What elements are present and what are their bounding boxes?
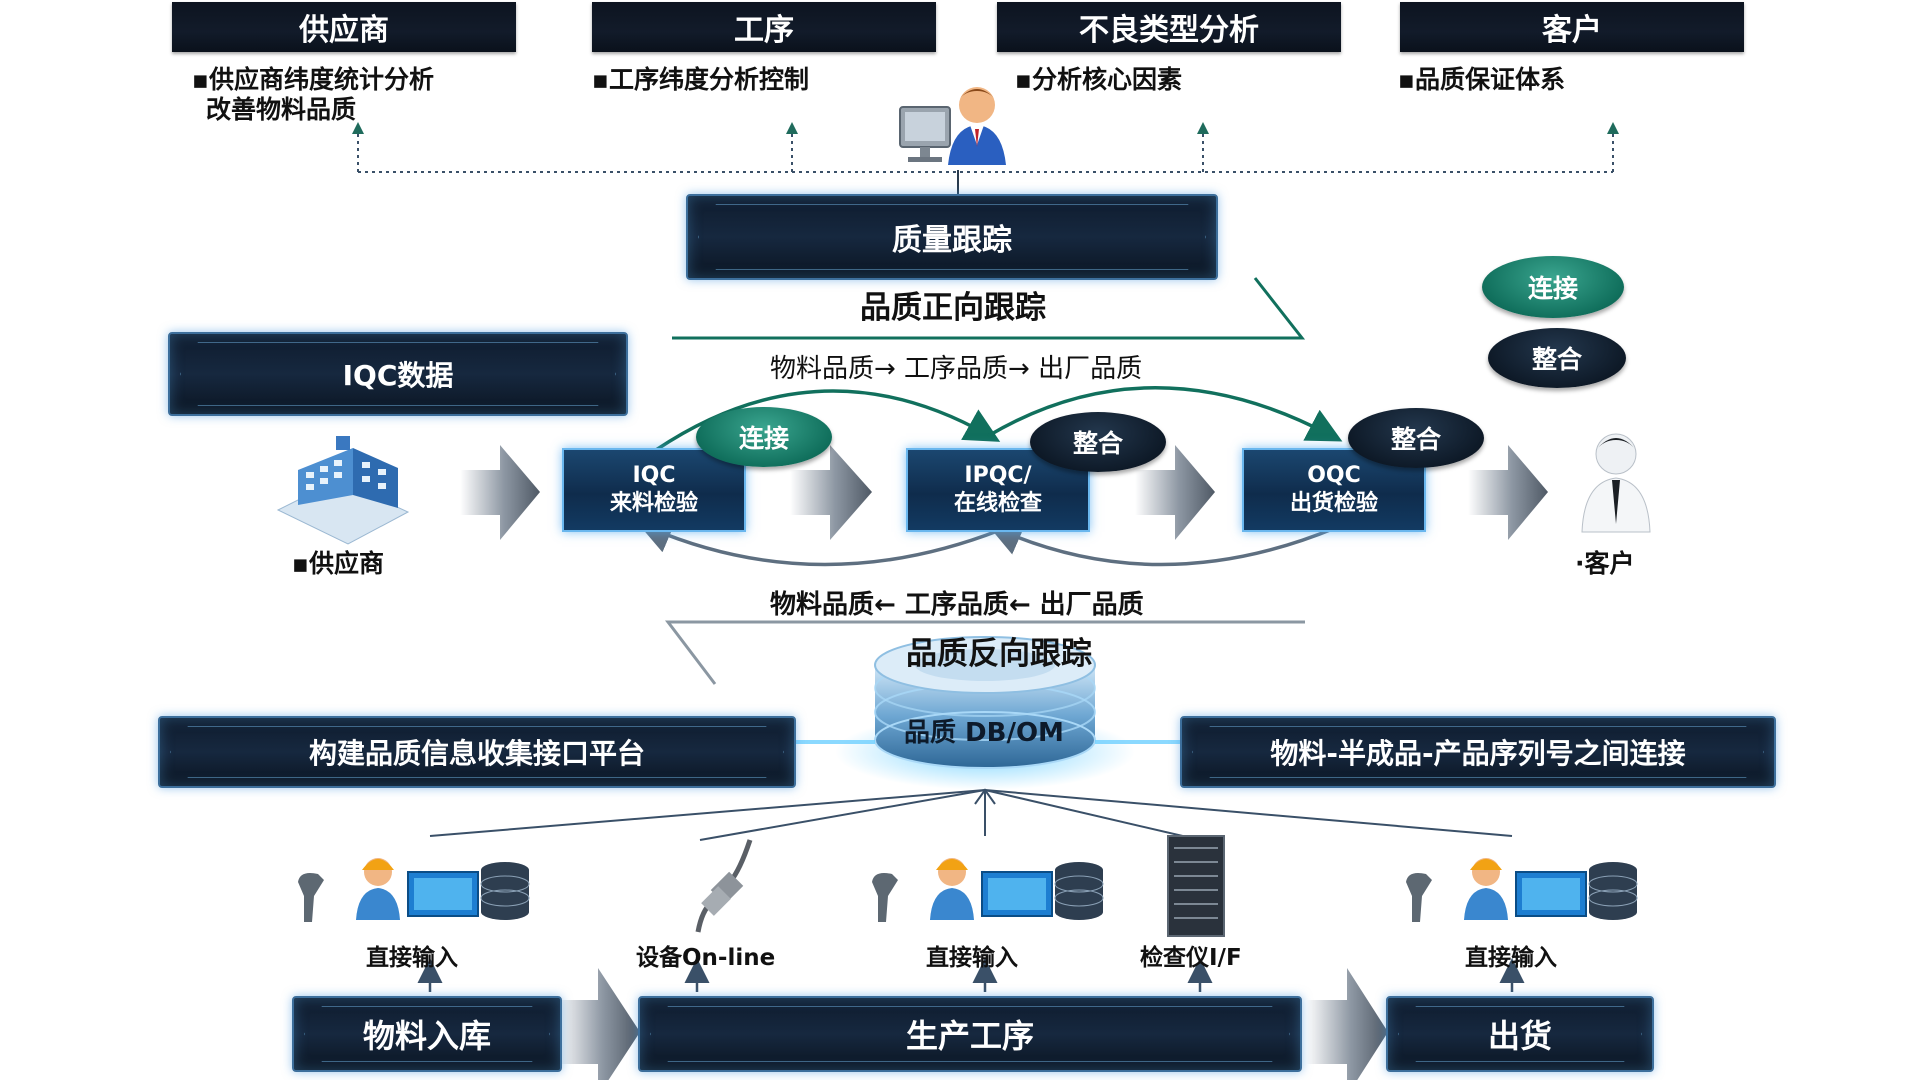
db-label: 品质 DB/OM bbox=[904, 718, 1064, 748]
legend-integrate: 整合 bbox=[1488, 328, 1626, 388]
db-collection-lines bbox=[429, 789, 1513, 841]
server-rack-icon bbox=[1167, 835, 1225, 937]
quality-tracking-label: 质量跟踪 bbox=[892, 223, 1012, 258]
backward-arrow-ipqc-iqc bbox=[637, 520, 1001, 567]
header-customer: 客户 bbox=[1400, 2, 1744, 52]
input-up-arrows bbox=[417, 958, 1525, 992]
platform-panel-label: 构建品质信息收集接口平台 bbox=[308, 737, 645, 770]
forward-arrow-ipqc-oqc bbox=[987, 386, 1343, 442]
platform-panel: 构建品质信息收集接口平台 bbox=[158, 716, 796, 788]
backward-tracking-title: 品质反向跟踪 bbox=[906, 636, 1092, 672]
forward-tracking-line bbox=[672, 277, 1306, 340]
forward-tracking-title: 品质正向跟踪 bbox=[860, 290, 1046, 326]
header-supplier: 供应商 bbox=[172, 2, 516, 52]
process-bullet: ▪工序纬度分析控制 bbox=[592, 65, 809, 94]
iqc-data-label: IQC数据 bbox=[342, 359, 454, 392]
top-arrowheads bbox=[352, 122, 1619, 134]
backward-tracking-line bbox=[664, 620, 1305, 685]
backward-arrow-oqc-ipqc bbox=[987, 522, 1336, 567]
input-label-4: 检查仪I/F bbox=[1140, 945, 1242, 971]
backward-flow-text: 物料品质← 工序品质← 出厂品质 bbox=[770, 590, 1144, 620]
input-label-3: 直接输入 bbox=[926, 945, 1018, 971]
database-icon bbox=[835, 636, 1135, 790]
flow-production-label: 生产工序 bbox=[905, 1017, 1034, 1055]
defect-bullet: ▪分析核心因素 bbox=[1015, 65, 1182, 94]
building-icon bbox=[276, 436, 410, 545]
stage-iqc: IQC 来料检验 bbox=[562, 448, 746, 532]
badge-integrate-1: 整合 bbox=[1030, 412, 1166, 472]
supplier-bullet-line2: 改善物料品质 bbox=[206, 95, 357, 124]
input-icon-group-1 bbox=[298, 858, 530, 922]
customer-label: ·客户 bbox=[1575, 549, 1635, 578]
supplier-bullet-line1: ▪供应商纬度统计分析 bbox=[192, 65, 434, 94]
flow-material-inbound: 物料入库 bbox=[292, 996, 562, 1072]
person-computer-icon bbox=[899, 87, 1006, 165]
input-label-5: 直接输入 bbox=[1465, 945, 1557, 971]
flow-shipment-label: 出货 bbox=[1487, 1017, 1552, 1055]
input-icon-group-2 bbox=[872, 858, 1104, 922]
forward-flow-text: 物料品质→ 工序品质→ 出厂品质 bbox=[770, 354, 1143, 384]
customer-bullet: ▪品质保证体系 bbox=[1398, 65, 1565, 94]
cable-connector-icon bbox=[695, 839, 753, 933]
legend-connect: 连接 bbox=[1482, 256, 1624, 318]
flow-material-inbound-label: 物料入库 bbox=[362, 1017, 491, 1055]
flow-shipment: 出货 bbox=[1386, 996, 1654, 1072]
stage-iqc-line1: IQC bbox=[632, 463, 676, 488]
customer-person-icon bbox=[1581, 433, 1651, 533]
serial-link-panel: 物料-半成品-产品序列号之间连接 bbox=[1180, 716, 1776, 788]
stage-iqc-line2: 来料检验 bbox=[609, 491, 698, 516]
header-defect-analysis: 不良类型分析 bbox=[997, 2, 1341, 52]
flow-production: 生产工序 bbox=[638, 996, 1302, 1072]
quality-tracking-panel: 质量跟踪 bbox=[686, 194, 1218, 280]
iqc-data-panel: IQC数据 bbox=[168, 332, 628, 416]
badge-integrate-2: 整合 bbox=[1348, 408, 1484, 468]
supplier-label: ▪供应商 bbox=[292, 549, 384, 578]
top-feedback-lines bbox=[357, 130, 1614, 173]
forward-arrow-iqc-ipqc bbox=[655, 389, 1001, 452]
badge-connect: 连接 bbox=[696, 407, 832, 467]
input-label-1: 直接输入 bbox=[366, 945, 458, 971]
stage-oqc-line1: OQC bbox=[1307, 463, 1361, 488]
stage-oqc-line2: 出货检验 bbox=[1289, 491, 1378, 516]
input-label-2: 设备On-line bbox=[636, 945, 776, 971]
stage-ipqc-line1: IPQC/ bbox=[964, 463, 1032, 488]
process-arrows bbox=[460, 445, 1548, 1080]
serial-link-panel-label: 物料-半成品-产品序列号之间连接 bbox=[1270, 737, 1686, 770]
header-process: 工序 bbox=[592, 2, 936, 52]
input-icon-group-3 bbox=[1406, 858, 1638, 922]
stage-ipqc-line2: 在线检查 bbox=[953, 491, 1042, 516]
